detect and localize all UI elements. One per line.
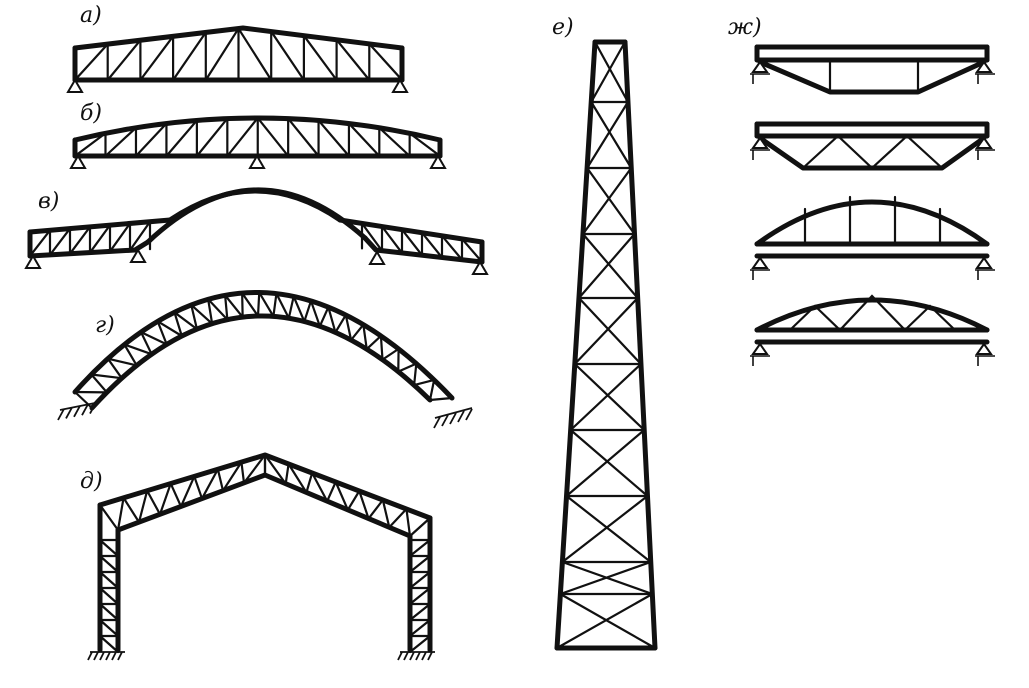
truss-v-combined: в) <box>24 187 489 275</box>
label-a: а) <box>80 3 102 28</box>
truss-d-frame: д) <box>80 452 435 661</box>
truss-a-gable: а) <box>66 3 409 93</box>
truss-g-arch: г) <box>57 290 473 429</box>
label-d: д) <box>80 469 103 494</box>
label-v: в) <box>38 189 59 214</box>
truss-e-tower: е) <box>552 15 658 651</box>
label-zh: ж) <box>728 15 762 40</box>
truss-b-segmental: б) <box>69 101 447 169</box>
label-b: б) <box>80 101 102 126</box>
label-e: е) <box>552 15 574 40</box>
label-g: г) <box>95 313 115 338</box>
truss-zh-bridges: ж) <box>728 15 995 366</box>
